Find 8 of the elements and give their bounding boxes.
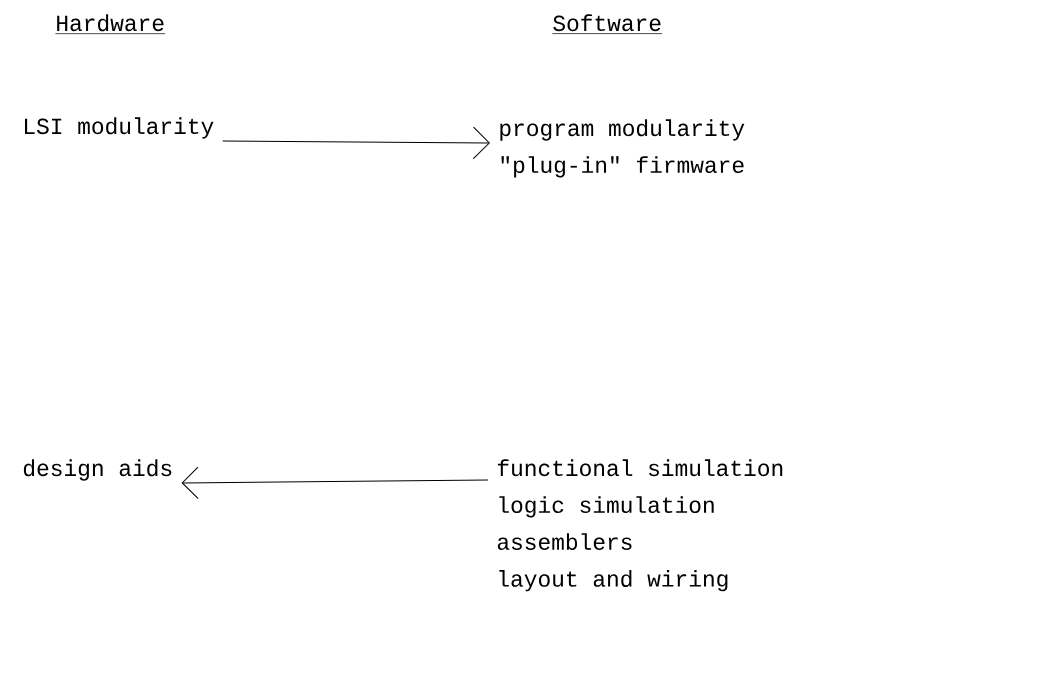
column-heading: Hardware bbox=[55, 14, 166, 34]
text-list: functional simulation logic simulation assemblers layout and wiring bbox=[497, 459, 783, 592]
item-text: design aids bbox=[23, 459, 172, 481]
arrow bbox=[222, 126, 490, 160]
text-list: program modularity "plug-in" firmware bbox=[500, 119, 745, 178]
item-text: LSI modularity bbox=[25, 117, 214, 139]
arrow bbox=[181, 466, 489, 500]
column-heading: Software bbox=[552, 14, 663, 34]
